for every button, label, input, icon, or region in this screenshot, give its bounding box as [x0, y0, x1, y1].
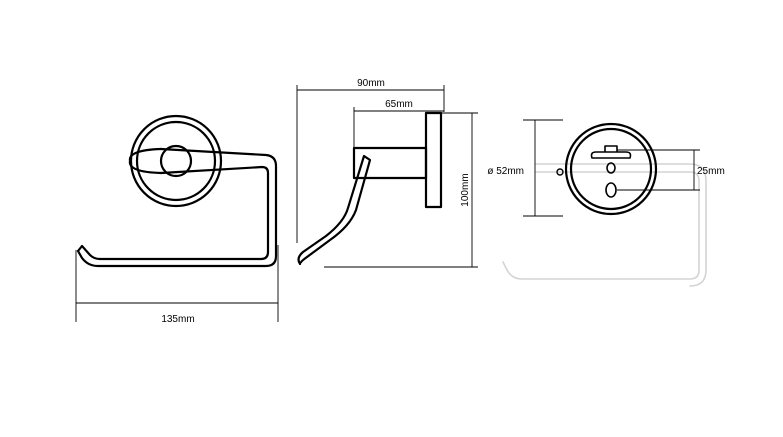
back-screw-hole-bottom — [605, 182, 617, 198]
dim-25-label: 25mm — [697, 166, 725, 177]
side-hub — [352, 146, 428, 180]
front-hub — [159, 144, 193, 178]
front-rosette-inner — [135, 120, 217, 202]
back-arm-ghost — [502, 163, 707, 287]
front-view: 135mm — [75, 114, 279, 325]
back-rosette-outer — [564, 122, 658, 216]
back-view: ø 52mm 25mm — [487, 119, 725, 287]
dim-90-label: 90mm — [357, 78, 385, 89]
back-slot-top — [590, 145, 632, 159]
dim-52-label: ø 52mm — [487, 166, 524, 177]
side-view: 90mm 65mm 100mm — [296, 78, 478, 268]
side-backplate — [424, 111, 443, 209]
dim-100-label: 100mm — [460, 173, 471, 206]
front-arm — [76, 147, 278, 268]
dim-135-label: 135mm — [161, 314, 194, 325]
back-rosette-inner — [569, 127, 653, 211]
back-side-pin — [556, 168, 564, 176]
back-screw-hole-top — [606, 162, 616, 174]
side-hook — [297, 154, 372, 266]
front-rosette-outer — [129, 114, 223, 208]
front-hub-cap — [128, 147, 163, 175]
dim-65-label: 65mm — [385, 99, 413, 110]
